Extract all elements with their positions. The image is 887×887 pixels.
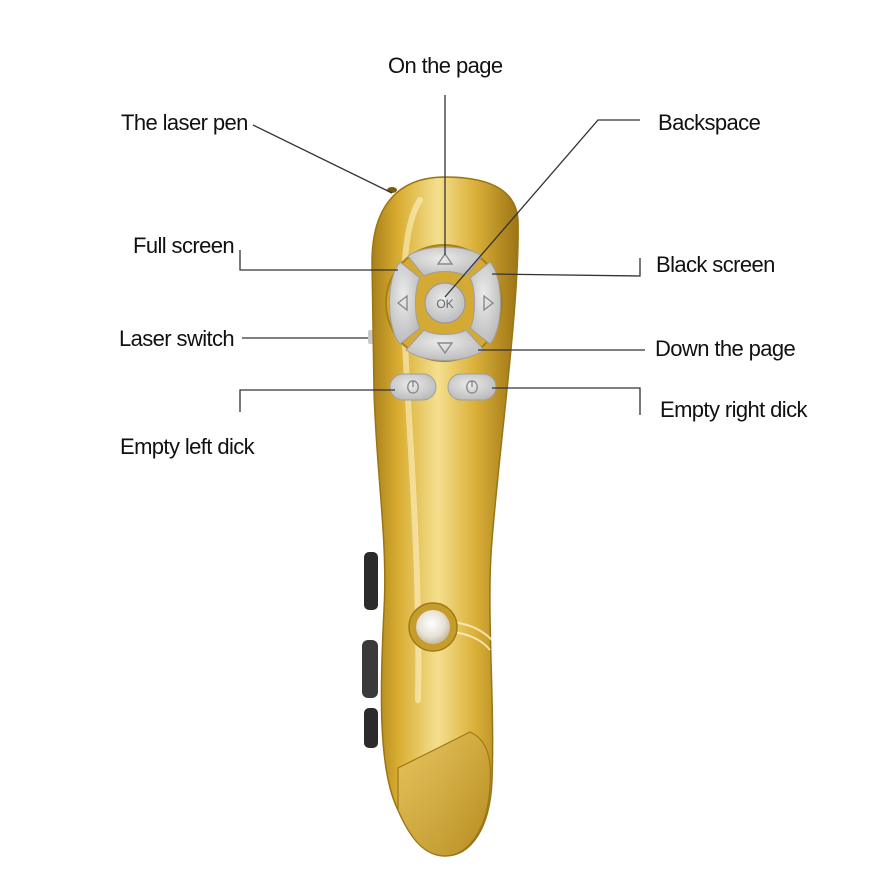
label-laser-pen: The laser pen (121, 110, 248, 135)
up-arrow-icon (436, 252, 454, 265)
side-controls (362, 330, 378, 748)
right-click-icon (466, 380, 478, 394)
leader-empty-left-click (239, 389, 395, 412)
label-empty-left-click: Empty left dick (120, 434, 255, 459)
leader-lines (239, 95, 645, 415)
left-click-icon (407, 380, 419, 394)
ok-button-label: OK (436, 297, 453, 311)
label-full-screen: Full screen (133, 233, 235, 258)
tip-panel (397, 731, 492, 857)
pearl-button[interactable] (416, 610, 450, 644)
side-button-lower[interactable] (364, 708, 378, 748)
up-button[interactable] (407, 246, 483, 277)
label-empty-right-click: Empty right dick (660, 397, 808, 422)
laser-aperture (387, 187, 397, 193)
side-button-upper[interactable] (364, 552, 378, 610)
scroll-wheel[interactable] (362, 640, 378, 698)
label-down-the-page: Down the page (655, 336, 796, 361)
label-on-the-page: On the page (388, 53, 503, 78)
leader-black-screen (491, 258, 641, 277)
leader-full-screen (239, 250, 398, 271)
label-laser-switch: Laser switch (119, 326, 235, 351)
ok-button[interactable] (424, 282, 466, 324)
label-backspace: Backspace (658, 110, 761, 135)
down-arrow-icon (436, 342, 454, 355)
leader-laser-pen (252, 124, 393, 194)
left-arrow-icon (396, 294, 408, 312)
right-button[interactable] (469, 261, 501, 345)
right-arrow-icon (483, 294, 495, 312)
leader-backspace (444, 119, 640, 298)
left-button[interactable] (389, 261, 421, 345)
leader-empty-right-click (492, 387, 641, 415)
label-black-screen: Black screen (656, 252, 775, 277)
